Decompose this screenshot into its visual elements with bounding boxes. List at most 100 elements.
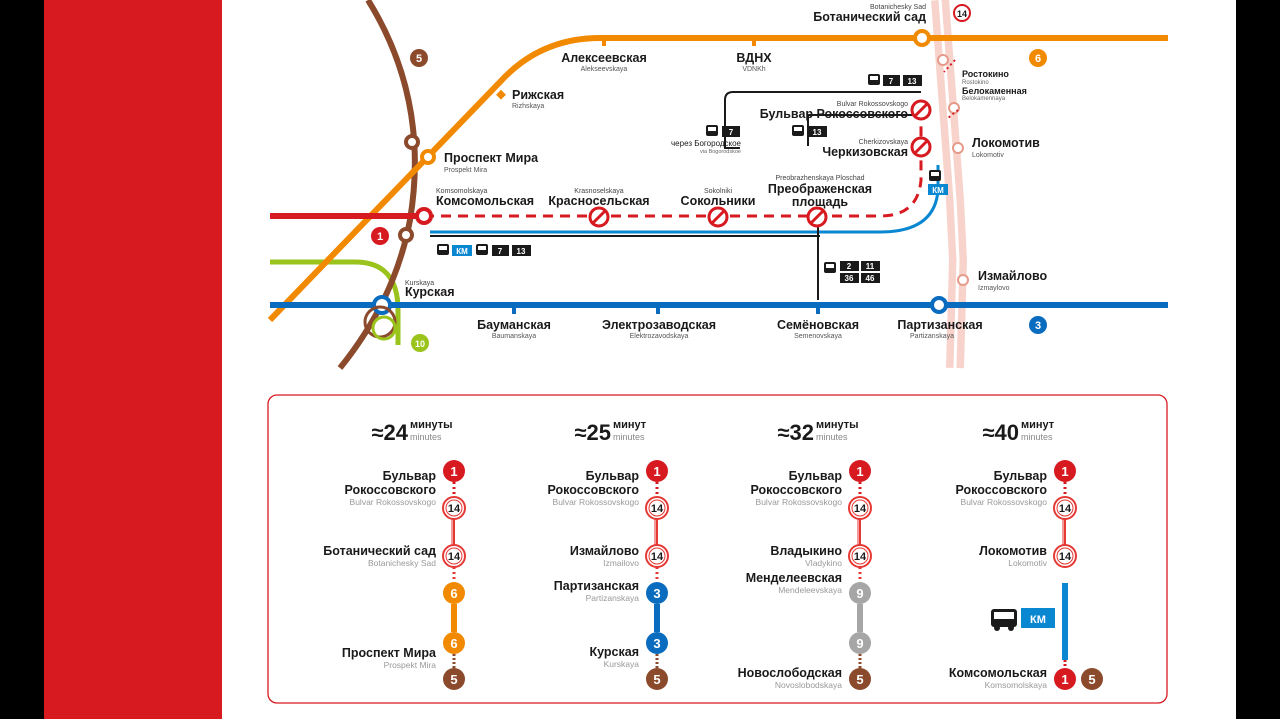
vdnh-lat: VDNKh [742,66,765,73]
route-3-label-0-ru2: Рокоссовского [956,483,1048,497]
route-1-label-0-lat: Bulvar Rokossovskogo [553,497,640,507]
svg-text:46: 46 [866,274,875,283]
line5-path [337,0,418,370]
svg-text:7: 7 [729,128,734,137]
line1-closed-section [424,110,923,218]
route-3-label-0-ru1: Бульвар [994,469,1048,483]
rizhskaya-lat: Rizhskaya [512,103,544,110]
bulvar-lat: Bulvar Rokossovskogo [837,101,908,108]
svg-text:7: 7 [889,77,894,86]
route-3-label-1-ru: Локомотив [979,544,1047,558]
kurskaya-ru: Курская [405,285,455,299]
prospekt-mira-6-node [420,149,436,165]
route-1-label-1-ru: Измайлово [570,544,640,558]
vdnh-ru: ВДНХ [736,51,772,65]
svg-text:6: 6 [1035,53,1041,65]
route-2-minutes: ≈32 [777,420,814,445]
route-1-badge-5: 5 [646,668,668,690]
svg-text:14: 14 [448,503,461,515]
semenovskaya-lat: Semenovskaya [794,333,842,340]
sokolniki-ru: Сокольники [681,194,756,208]
route-3-km-badge: КМ [1021,608,1055,628]
preobrazhenskaya-lat: Preobrazhenskaya Ploschad [775,175,864,182]
route-2-badge-3: 9 [849,582,871,604]
badge-line1: 1 [371,227,389,245]
route-2-minutes-word: минуты [816,419,859,431]
route-3-minutes-en: minutes [1021,432,1053,442]
route-3-bus-icon [991,609,1017,631]
mcd-band-center [938,0,960,369]
route-3-badge-1: 14 [1053,496,1077,520]
route-1-label-3-lat: Kurskaya [604,659,640,669]
izmaylovo-dot [957,274,969,286]
elektrozavodskaya-ru: Электрозаводская [602,318,716,332]
svg-text:14: 14 [448,551,461,563]
svg-text:14: 14 [651,551,664,563]
route-3-badge-4: 1 [1054,668,1076,690]
semenovskaya-ru: Семёновская [777,318,859,332]
route-3-label-2-lat: Komsomolskaya [985,680,1048,690]
route-1-label-2-lat: Partizanskaya [586,593,640,603]
svg-text:1: 1 [450,464,457,479]
rizhskaya-tick [496,89,506,100]
svg-text:КМ: КМ [932,186,944,195]
route-1-minutes-en: minutes [613,432,645,442]
belokamennaya-ru: Белокаменная [962,86,1027,96]
routes-panel [267,394,1168,704]
route-1-label-2-ru: Партизанская [554,579,639,593]
bus-route-7-loop [724,91,921,149]
route-1-label-1-lat: Izmailovo [603,558,639,568]
route-2-label-2-ru: Менделеевская [746,571,842,585]
baumanskaya-tick [512,305,516,314]
route-3-badge-2: 14 [1053,544,1077,568]
route-3-label-0-lat: Bulvar Rokossovskogo [961,497,1048,507]
route-2-badge-0: 1 [849,460,871,482]
route-0-label-2-lat: Prospekt Mira [384,660,437,670]
botanichesky-ru: Ботанический сад [813,10,926,24]
mcd-transfer-dashes [943,59,959,119]
route-0-badge-0: 1 [443,460,465,482]
route-1-label-0-ru1: Бульвар [586,469,640,483]
route-1-badge-0: 1 [646,460,668,482]
route-3-badge-5: 5 [1081,668,1103,690]
route-2-label-1-lat: Vladykino [805,558,842,568]
cherkizovskaya-ru: Черкизовская [822,145,908,159]
badge-line14: 14 [953,4,971,22]
station-labels: Botanichesky Sad Ботанический сад Алексе… [405,4,1048,340]
route-2-label-0-lat: Bulvar Rokossovskogo [756,497,843,507]
route-0-badge-5: 5 [443,668,465,690]
bus-icons-semenovskaya: 2 11 36 46 [824,261,880,283]
lokomotiv-ru: Локомотив [972,136,1040,150]
izmaylovo-lat: Izmaylovo [978,285,1010,292]
badge-line3: 3 [1029,316,1047,334]
svg-text:1: 1 [1061,672,1068,687]
closed-cherkizovskaya [910,136,932,158]
alekseevskaya-tick [602,38,606,46]
cherkizovskaya-lat: Cherkizovskaya [859,139,909,146]
route-1-badge-2: 14 [645,544,669,568]
prospekt-mira-5-node [404,134,420,150]
svg-text:14: 14 [1059,551,1072,563]
route-2-label-2-lat: Mendeleevskaya [778,585,842,595]
lokomotiv-dot [952,142,964,154]
route-0-badge-3: 6 [443,582,465,604]
svg-text:14: 14 [957,9,967,19]
preobrazhenskaya-ru-1: Преображенская [768,182,872,196]
svg-text:14: 14 [651,503,664,515]
route-0-label-2-ru: Проспект Мира [342,646,437,660]
kurskaya-10-ring [371,315,397,341]
partizanskaya-lat: Partizanskaya [910,333,954,340]
bus-icon-route7: 7 [706,125,740,137]
baumanskaya-ru: Бауманская [477,318,551,332]
route-0-minutes: ≈24 [371,420,408,445]
route-2-label-3-ru: Новослободская [738,666,842,680]
route-1-minutes-word: минут [613,419,647,431]
route-3-label-2-ru: Комсомольская [949,666,1047,680]
via-bogorodskoe: через Богородское [671,139,742,148]
route-1-badge-4: 3 [646,632,668,654]
svg-text:9: 9 [856,636,863,651]
svg-text:14: 14 [1059,503,1072,515]
badge-line5: 5 [410,49,428,67]
svg-text:7: 7 [498,247,503,256]
red-side-panel [44,0,222,719]
